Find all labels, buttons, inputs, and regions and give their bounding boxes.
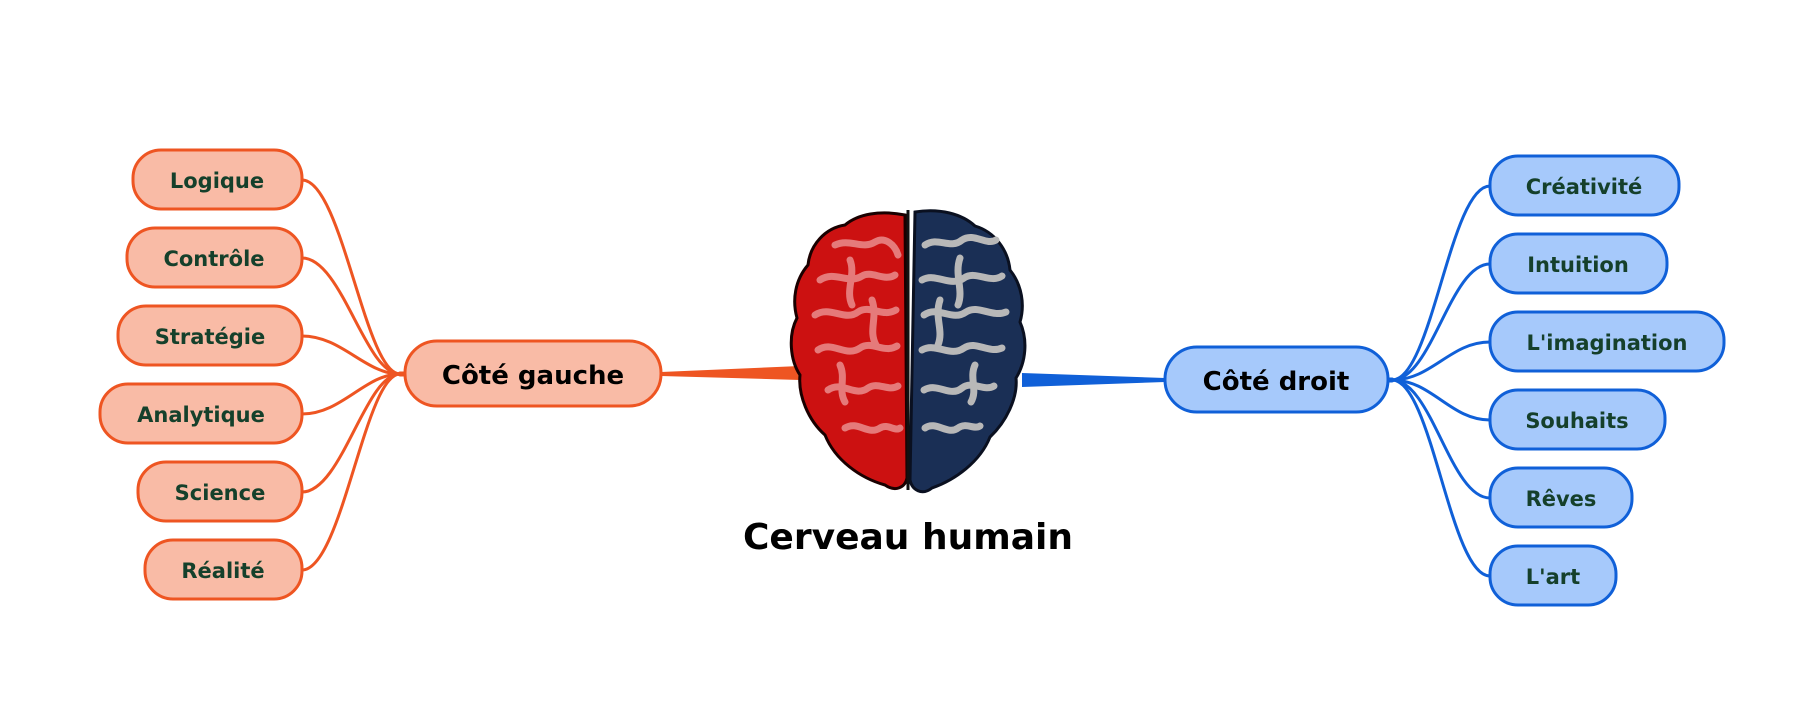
leaf-node-box [116, 304, 304, 367]
leaf-node-box [1488, 310, 1726, 373]
leaf-node[interactable]: Stratégie [116, 304, 304, 367]
leaf-node[interactable]: Réalité [143, 538, 304, 601]
leaf-node-label: Réalité [181, 559, 264, 583]
leaf-node[interactable]: Créativité [1488, 154, 1681, 217]
leaf-node[interactable]: Contrôle [125, 226, 304, 289]
leaf-node[interactable]: Analytique [98, 382, 304, 445]
leaf-node[interactable]: Intuition [1488, 232, 1669, 295]
branch-node-right-label: Côté droit [1203, 367, 1350, 397]
leaf-node-label: Stratégie [155, 325, 265, 349]
connector-left-leaf [300, 372, 402, 416]
connector-left-leaf [300, 372, 402, 494]
branch-node-right-box [1163, 345, 1390, 414]
connector-right-leaf [1390, 340, 1492, 382]
leaf-node-label: Créativité [1526, 175, 1643, 199]
leaf-node-box [131, 148, 304, 211]
branch-node-right[interactable]: Côté droit [1163, 345, 1390, 414]
leaf-node[interactable]: Science [136, 460, 304, 523]
branch-node-left-box [403, 339, 663, 408]
connector-left-leaf [300, 372, 402, 572]
leaf-node-label: Rêves [1526, 487, 1597, 511]
leaf-node-box [1488, 544, 1618, 607]
connector-left-leaf [300, 178, 402, 376]
connector-right-leaf [1390, 262, 1492, 382]
connector-center-left [661, 366, 800, 380]
leaf-node-box [1488, 466, 1634, 529]
connectors [300, 178, 1492, 578]
leaf-node-box [125, 226, 304, 289]
leaf-node-label: Intuition [1527, 253, 1629, 277]
brain-left-folds [811, 236, 904, 434]
leaf-node-label: Analytique [137, 403, 265, 427]
connector-left-leaf [300, 334, 402, 376]
right-leaf-nodes: Créativité Intuition L'imagination Souha… [1488, 154, 1726, 607]
central-topic-title: Cerveau humain [743, 517, 1073, 558]
leaf-node[interactable]: Logique [131, 148, 304, 211]
leaf-node-label: Science [175, 481, 266, 505]
brain-right-folds [918, 233, 1010, 434]
leaf-node[interactable]: Rêves [1488, 466, 1634, 529]
leaf-node-box [136, 460, 304, 523]
leaf-node-box [143, 538, 304, 601]
branch-node-left[interactable]: Côté gauche [403, 339, 663, 408]
leaf-node[interactable]: L'art [1488, 544, 1618, 607]
connector-center-right [1022, 373, 1165, 387]
leaf-node-box [1488, 388, 1667, 451]
leaf-node-label: Souhaits [1525, 409, 1628, 433]
connector-right-leaf [1390, 378, 1492, 578]
leaf-node[interactable]: Souhaits [1488, 388, 1667, 451]
branch-node-left-label: Côté gauche [442, 361, 624, 391]
leaf-node-box [1488, 154, 1681, 217]
connector-right-leaf [1390, 378, 1492, 500]
leaf-node-label: Contrôle [163, 247, 264, 271]
connector-left-leaf [300, 256, 402, 376]
connector-right-leaf [1390, 378, 1492, 422]
leaf-node-box [1488, 232, 1669, 295]
leaf-node-box [98, 382, 304, 445]
left-leaf-nodes: Logique Contrôle Stratégie Analytique Sc… [98, 148, 304, 601]
leaf-node[interactable]: L'imagination [1488, 310, 1726, 373]
leaf-node-label: L'imagination [1526, 331, 1687, 355]
brain-illustration [789, 209, 1027, 494]
connector-right-leaf [1390, 184, 1492, 382]
leaf-node-label: Logique [170, 169, 264, 193]
leaf-node-label: L'art [1526, 565, 1580, 589]
